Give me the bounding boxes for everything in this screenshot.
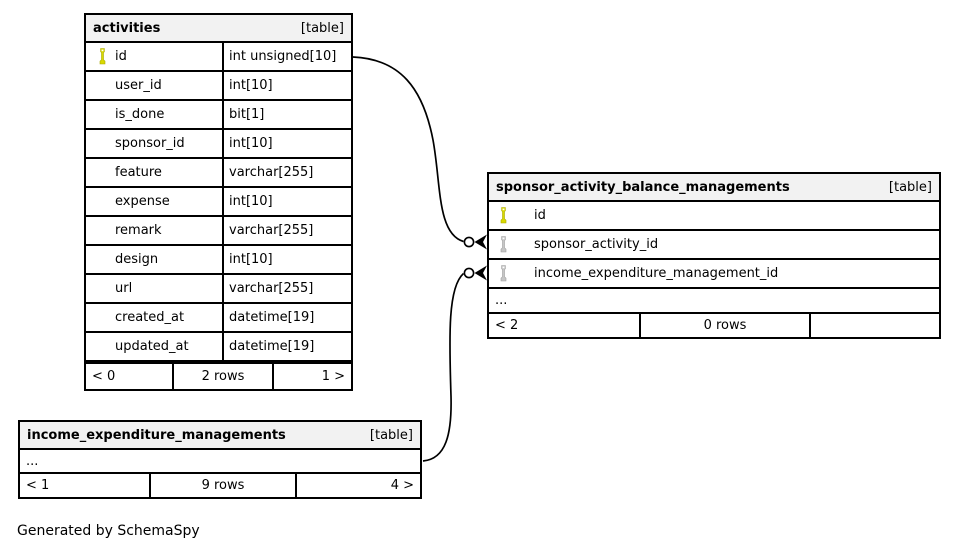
foreign-key-icon: [498, 236, 508, 253]
column-type: varchar[255]: [222, 217, 351, 244]
column-name: design: [115, 252, 159, 267]
column-name: income_expenditure_management_id: [534, 266, 779, 281]
primary-key-icon: [498, 207, 508, 224]
column-type: int[10]: [222, 72, 351, 99]
footer-children-count: 4 >: [390, 478, 414, 493]
arrowhead-income-expenditure-management-id: [474, 265, 487, 281]
column-row-user-id: user_id int[10]: [86, 72, 351, 101]
table-header[interactable]: income_expenditure_managements [table]: [20, 422, 420, 450]
column-type: varchar[255]: [222, 159, 351, 186]
footer-row-count: 2 rows: [172, 364, 274, 389]
table-badge: [table]: [888, 179, 932, 195]
primary-key-icon: [97, 48, 107, 65]
column-name: created_at: [115, 310, 185, 325]
column-type: int unsigned[10]: [222, 43, 351, 70]
column-row-updated-at: updated_at datetime[19]: [86, 333, 351, 362]
column-row-id: id: [489, 202, 939, 231]
table-header[interactable]: activities [table]: [86, 15, 351, 43]
column-row-expense: expense int[10]: [86, 188, 351, 217]
footer-parents-count: < 1: [26, 478, 50, 493]
column-row-url: url varchar[255]: [86, 275, 351, 304]
column-type: bit[1]: [222, 101, 351, 128]
footer-parents-count: < 2: [495, 318, 519, 333]
table-sponsor-activity-balance-managements[interactable]: sponsor_activity_balance_managements [ta…: [487, 172, 941, 339]
table-badge: [table]: [300, 20, 344, 36]
relationship-line-activities-sabm: [352, 56, 464, 243]
zero-circle-connector: [463, 236, 475, 248]
column-type: varchar[255]: [222, 275, 351, 302]
relationship-line-iem-sabm: [422, 272, 465, 462]
footer-children-count: [811, 314, 939, 337]
column-row-design: design int[10]: [86, 246, 351, 275]
column-name: remark: [115, 223, 162, 238]
column-row-feature: feature varchar[255]: [86, 159, 351, 188]
footer-row-count: 9 rows: [149, 474, 297, 497]
table-name: income_expenditure_managements: [27, 427, 286, 443]
table-name: sponsor_activity_balance_managements: [496, 179, 790, 195]
table-income-expenditure-managements[interactable]: income_expenditure_managements [table] .…: [18, 420, 422, 499]
column-row-remark: remark varchar[255]: [86, 217, 351, 246]
column-row-id: id int unsigned[10]: [86, 43, 351, 72]
hidden-columns-ellipsis: ...: [489, 289, 939, 314]
column-row-sponsor-id: sponsor_id int[10]: [86, 130, 351, 159]
column-name: expense: [115, 194, 170, 209]
column-row-created-at: created_at datetime[19]: [86, 304, 351, 333]
column-name: id: [115, 49, 127, 64]
column-row-income-expenditure-management-id: income_expenditure_management_id: [489, 260, 939, 289]
column-type: datetime[19]: [222, 333, 351, 360]
table-badge: [table]: [369, 427, 413, 443]
column-name: updated_at: [115, 339, 189, 354]
column-name: feature: [115, 165, 162, 180]
column-type: int[10]: [222, 188, 351, 215]
column-row-sponsor-activity-id: sponsor_activity_id: [489, 231, 939, 260]
column-name: user_id: [115, 78, 162, 93]
footer-row-count: 0 rows: [639, 314, 811, 337]
column-type: datetime[19]: [222, 304, 351, 331]
hidden-columns-ellipsis: ...: [20, 450, 420, 474]
arrowhead-sponsor-activity-id: [474, 234, 487, 250]
table-header[interactable]: sponsor_activity_balance_managements [ta…: [489, 174, 939, 202]
column-type: int[10]: [222, 246, 351, 273]
foreign-key-icon: [498, 265, 508, 282]
generated-by-note: Generated by SchemaSpy: [17, 523, 200, 539]
column-name: url: [115, 281, 133, 296]
zero-circle-connector: [463, 267, 475, 279]
column-row-is-done: is_done bit[1]: [86, 101, 351, 130]
column-name: id: [534, 208, 546, 223]
column-type: int[10]: [222, 130, 351, 157]
table-name: activities: [93, 20, 161, 36]
footer-parents-count: < 0: [92, 369, 116, 384]
column-name: sponsor_activity_id: [534, 237, 659, 252]
column-name: sponsor_id: [115, 136, 185, 151]
table-activities[interactable]: activities [table] id int unsigned[10] u…: [84, 13, 353, 391]
column-name: is_done: [115, 107, 165, 122]
footer-children-count: 1 >: [321, 369, 345, 384]
